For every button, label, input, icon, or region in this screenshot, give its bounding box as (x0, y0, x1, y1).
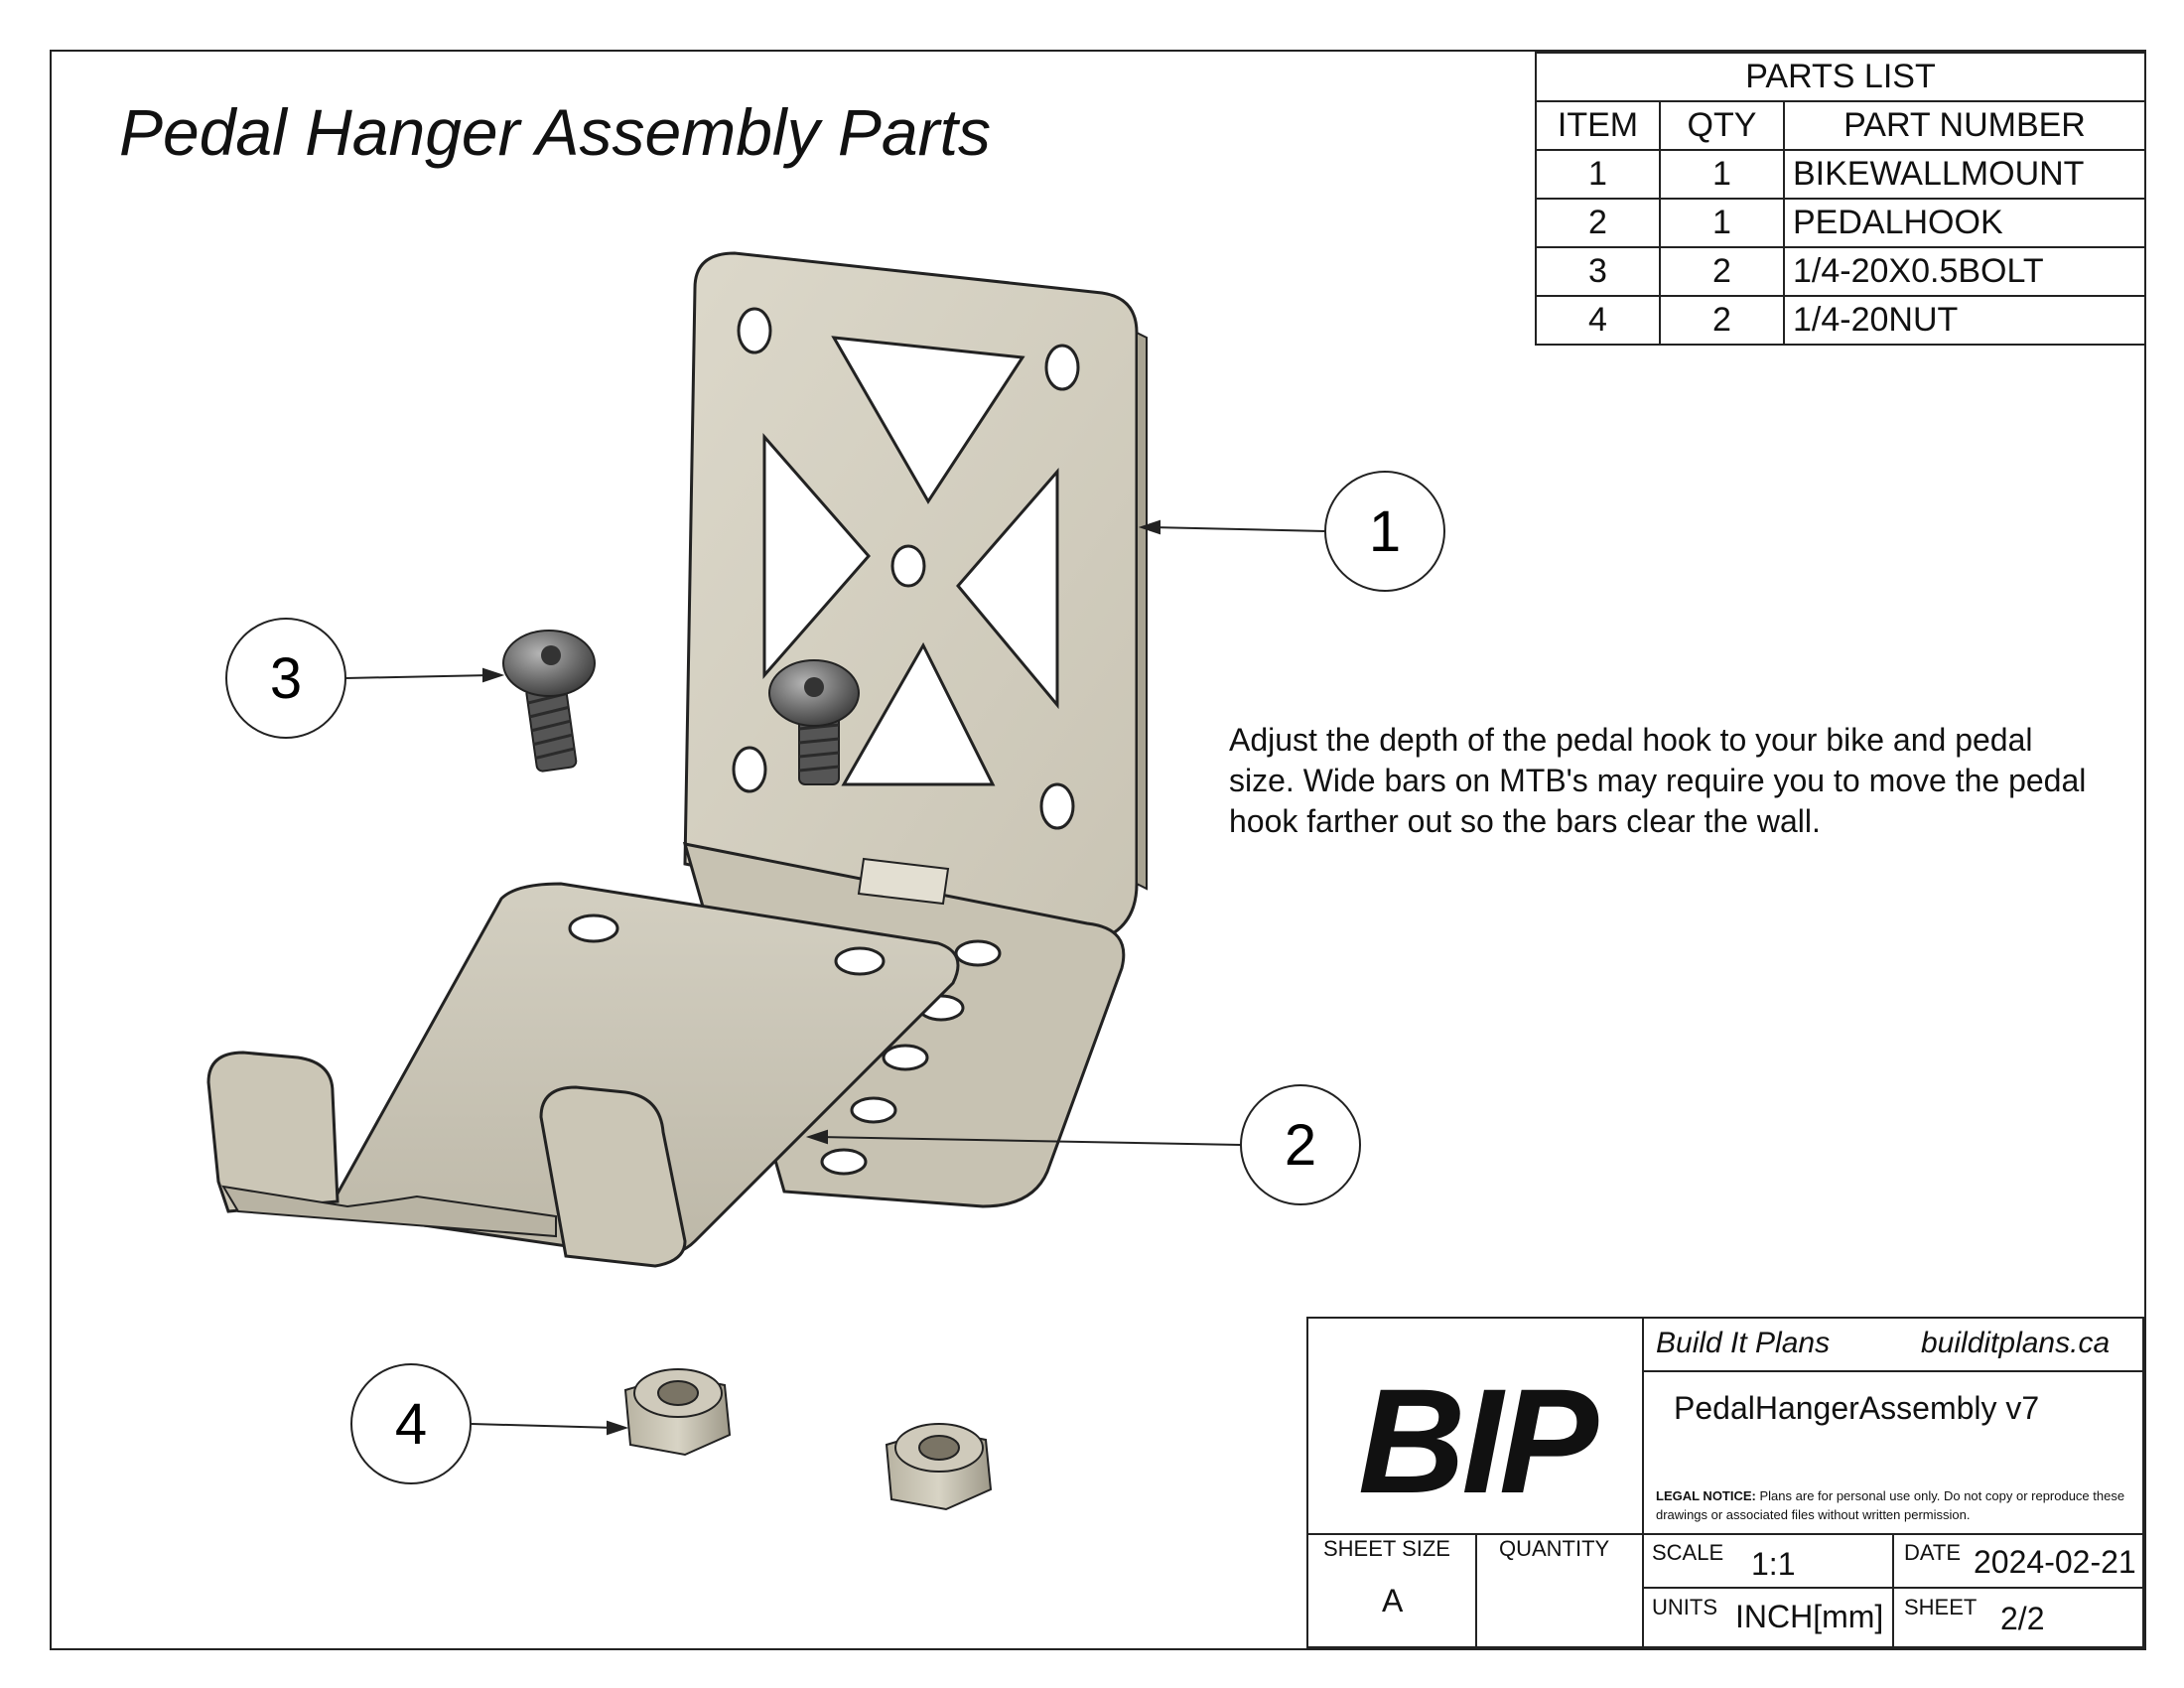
cell-qty: 2 (1659, 246, 1785, 297)
balloon-2: 2 (1240, 1084, 1361, 1205)
company-name: Build It Plans (1656, 1327, 1831, 1359)
drawing-title: Pedal Hanger Assembly Parts (119, 95, 991, 169)
drawing-border (50, 50, 2146, 1650)
sheet-size-value: A (1382, 1583, 1404, 1618)
column-header-item: ITEM (1535, 100, 1661, 151)
scale-value: 1:1 (1751, 1546, 1796, 1582)
assembly-note: Adjust the depth of the pedal hook to yo… (1229, 722, 2087, 839)
cell-qty: 1 (1659, 198, 1785, 248)
company-logo: BIP (1358, 1357, 1598, 1524)
balloon-1-label: 1 (1369, 499, 1401, 564)
table-row: 1 1 BIKEWALLMOUNT (1535, 149, 2146, 200)
date-value: 2024-02-21 (1974, 1544, 2136, 1580)
date-label: DATE (1904, 1540, 1962, 1565)
bolt-loose (502, 630, 596, 773)
cell-qty: 1 (1659, 149, 1785, 200)
cell-part-number: 1/4-20NUT (1783, 295, 2146, 346)
table-row: 3 2 1/4-20X0.5BOLT (1535, 246, 2146, 297)
cell-part-number: 1/4-20X0.5BOLT (1783, 246, 2146, 297)
bolt-installed (768, 659, 860, 785)
table-row: 4 2 1/4-20NUT (1535, 295, 2146, 346)
cell-part-number: PEDALHOOK (1783, 198, 2146, 248)
units-label: UNITS (1652, 1595, 1717, 1619)
nut-left (623, 1368, 732, 1457)
legal-notice: LEGAL NOTICE: Plans are for personal use… (1656, 1486, 2132, 1524)
balloon-1: 1 (1324, 471, 1445, 592)
cell-item: 2 (1535, 198, 1661, 248)
parts-list-table: PARTS LIST ITEM QTY PART NUMBER 1 1 BIKE… (1535, 52, 2146, 346)
balloon-2-label: 2 (1285, 1113, 1316, 1178)
pedal-hook (206, 882, 960, 1268)
balloon-4: 4 (350, 1363, 472, 1484)
nut-right (885, 1423, 993, 1511)
column-header-qty: QTY (1659, 100, 1785, 151)
sheet-size-label: SHEET SIZE (1323, 1536, 1450, 1561)
cell-item: 4 (1535, 295, 1661, 346)
cell-item: 1 (1535, 149, 1661, 200)
title-block (1306, 1317, 2144, 1650)
balloon-4-label: 4 (395, 1392, 427, 1457)
company-website: builditplans.ca (1921, 1327, 2111, 1359)
sheet-value: 2/2 (2000, 1601, 2045, 1636)
sheet-label: SHEET (1904, 1595, 1978, 1619)
balloon-3-label: 3 (270, 646, 302, 711)
scale-label: SCALE (1652, 1540, 1724, 1565)
cell-part-number: BIKEWALLMOUNT (1783, 149, 2146, 200)
cell-qty: 2 (1659, 295, 1785, 346)
drawing-name: PedalHangerAssembly v7 (1674, 1390, 2040, 1426)
legal-notice-text: Plans are for personal use only. Do not … (1656, 1488, 2125, 1522)
units-value: INCH[mm] (1735, 1599, 1884, 1634)
column-header-part-number: PART NUMBER (1783, 100, 2146, 151)
cell-item: 3 (1535, 246, 1661, 297)
parts-list-heading: PARTS LIST (1535, 52, 2146, 102)
balloon-3: 3 (225, 618, 346, 739)
quantity-label: QUANTITY (1499, 1536, 1610, 1561)
leader-lines (344, 519, 1326, 1436)
table-row: 2 1 PEDALHOOK (1535, 198, 2146, 248)
legal-notice-label: LEGAL NOTICE: (1656, 1488, 1756, 1503)
